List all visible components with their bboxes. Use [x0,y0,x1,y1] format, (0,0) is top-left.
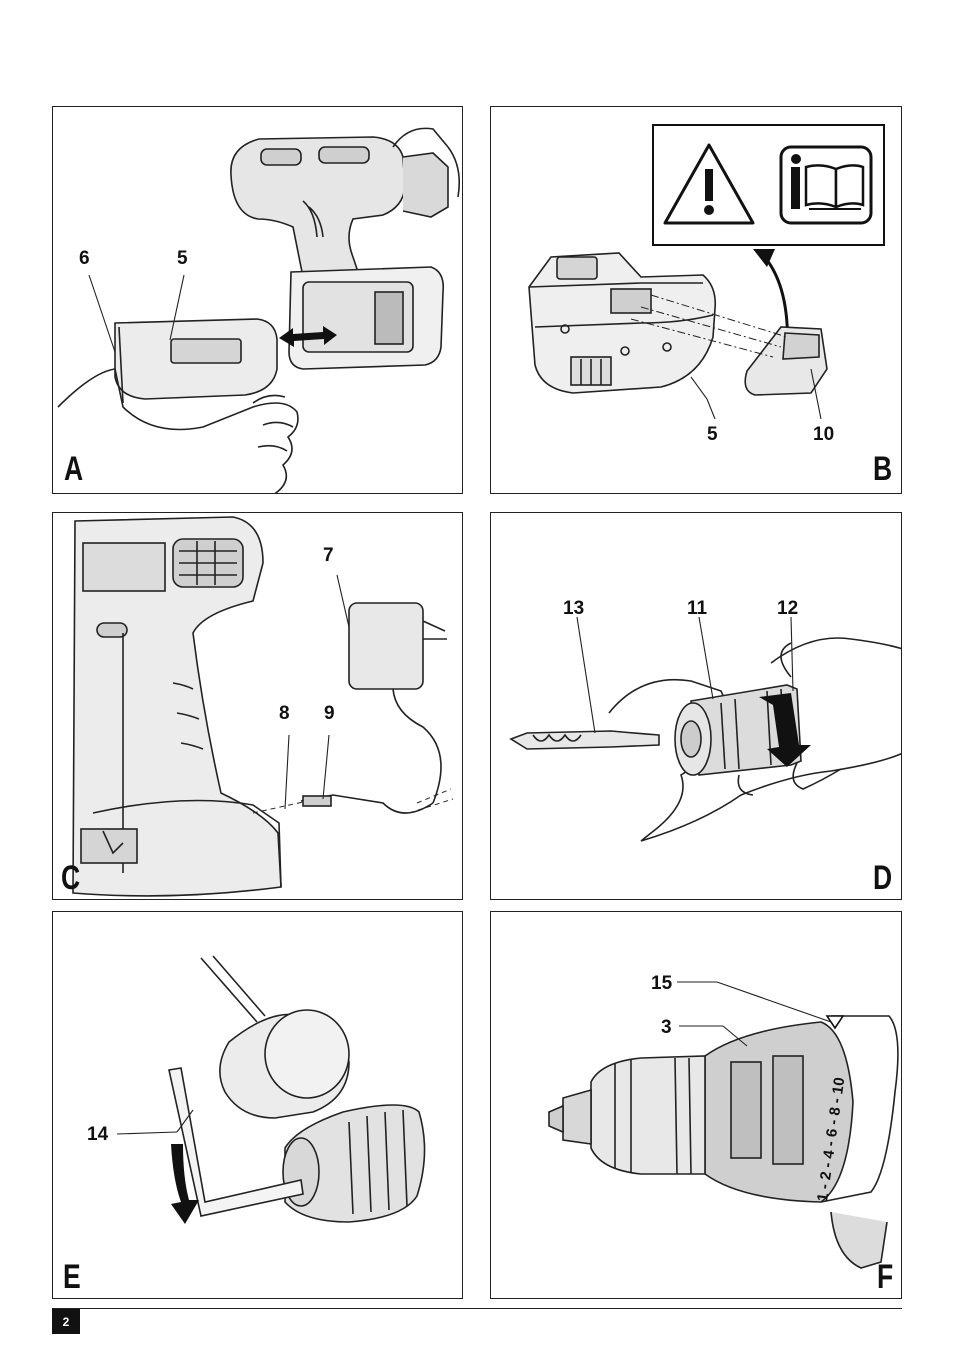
callout-9: 9 [324,703,335,724]
callout-6: 6 [79,248,90,269]
callout-5: 5 [707,424,718,445]
panel-letter-b: B [873,450,893,488]
panel-letter-f: F [877,1258,894,1296]
figure-panel-f: 1 - 2 - 4 - 6 - 8 - 10 15 3 F [490,911,902,1299]
callout-14: 14 [87,1124,109,1145]
figure-panel-e: 14 E [52,911,463,1299]
callout-10: 10 [813,424,835,445]
footer-rule [52,1308,902,1309]
illustration-drill-bit-insertion [509,616,901,842]
figure-panel-b: 5 10 B [490,106,902,494]
figure-panel-a: 6 5 A [52,106,463,494]
read-manual-icon [779,145,873,225]
warning-triangle-icon [663,143,755,225]
illustration-battery-warning [528,124,885,420]
callout-12: 12 [777,598,799,619]
figure-panel-c: 7 8 9 C [52,512,463,900]
illustration-chuck-removal [116,955,426,1224]
panel-letter-c: C [61,859,81,897]
illustration-charger-connection [72,516,454,897]
callout-13: 13 [563,598,585,619]
panel-letter-a: A [64,450,84,488]
callout-11: 11 [687,598,708,619]
illustration-battery-removal [57,127,461,493]
callout-5: 5 [177,248,188,269]
illustration-torque-collar: 1 - 2 - 4 - 6 - 8 - 10 [548,981,899,1269]
panel-letter-d: D [873,859,893,897]
callout-3: 3 [661,1017,672,1038]
callout-15: 15 [651,973,673,994]
page-number: 2 [52,1309,80,1334]
callout-7: 7 [323,545,334,566]
figure-panel-d: 13 11 12 D [490,512,902,900]
panel-letter-e: E [63,1258,81,1296]
callout-8: 8 [279,703,290,724]
